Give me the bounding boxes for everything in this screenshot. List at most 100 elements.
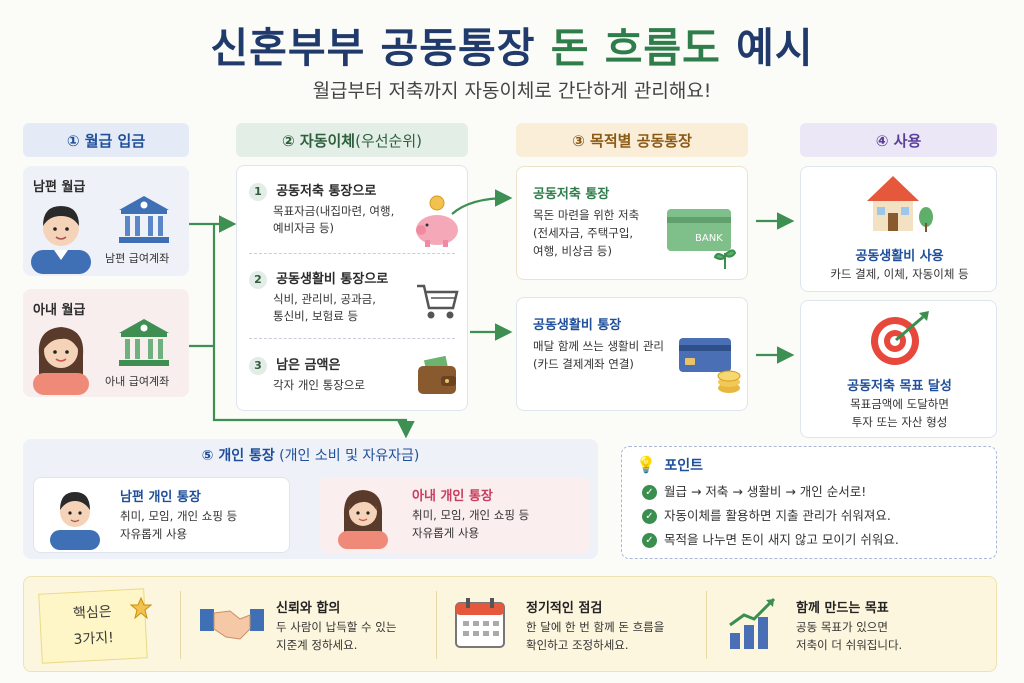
growth-chart-icon (729, 597, 776, 649)
savings-account-desc: 목돈 마련을 위한 저축 (533, 208, 640, 222)
savings-account-desc: (전세자금, 주택구입, (533, 226, 634, 240)
wife-personal-desc: 취미, 모임, 개인 쇼핑 등 (412, 508, 530, 522)
point-item: ✓자동이체를 활용하면 지출 관리가 쉬워져요. (642, 507, 891, 524)
husband-personal-desc: 자유롭게 사용 (120, 527, 188, 541)
wallet-icon (418, 356, 456, 394)
credit-card-icon (679, 338, 741, 393)
living-account-desc: 매달 함께 쓰는 생활비 관리 (533, 339, 665, 353)
key-item-desc: 지준계 정하세요. (276, 638, 358, 652)
key-points-section: 핵심은 3가지! 신뢰와 합의 두 사람이 납득할 수 있는 지준계 정하세요.… (23, 576, 997, 672)
living-usage-card: 공동생활비 사용 카드 결제, 이체, 자동이체 등 (800, 166, 997, 292)
living-account-desc: (카드 결제계좌 연결) (533, 357, 634, 371)
divider (436, 591, 437, 659)
personal-section-header: ⑤ 개인 통장 (개인 소비 및 자유자금) (23, 445, 598, 465)
wife-account-label: 아내 급여계좌 (105, 375, 170, 388)
goal-title: 공동저축 목표 달성 (847, 379, 952, 394)
husband-personal-desc: 취미, 모임, 개인 쇼핑 등 (120, 509, 238, 523)
savings-account-title: 공동저축 통장 (533, 187, 610, 202)
husband-salary-card: 남편 월급 남편 급여계좌 (23, 166, 189, 276)
page-subtitle: 월급부터 저축까지 자동이체로 간단하게 관리해요! (312, 80, 712, 102)
key-item-desc: 한 달에 한 번 함께 돈 흐름을 (526, 620, 665, 634)
step2-header: ② 자동이체 (우선순위) (236, 123, 468, 157)
key-item-desc: 확인하고 조정하세요. (526, 638, 629, 652)
lightbulb-icon: 💡 (636, 455, 656, 474)
transfer-desc: 목표자금(내집마련, 여행, (273, 204, 395, 218)
key-note-line: 핵심은 (72, 604, 113, 623)
point-text: 자동이체를 활용하면 지출 관리가 쉬워져요. (664, 508, 891, 523)
transfer-desc: 각자 개인 통장으로 (273, 378, 365, 392)
wife-personal-card: 아내 개인 통장 취미, 모임, 개인 쇼핑 등 자유롭게 사용 (320, 477, 590, 553)
bank-icon (119, 319, 169, 366)
point-item: ✓ 월급 → 저축 → 생활비 → 개인 순서로! (642, 483, 866, 500)
page-title: 신혼부부 공동통장 돈 흐름도 예시 (0, 14, 1024, 74)
point-text: 목적을 나누면 돈이 새지 않고 모이기 쉬워요. (664, 532, 899, 547)
living-usage-title: 공동생활비 사용 (855, 249, 944, 264)
wife-personal-title: 아내 개인 통장 (412, 489, 493, 504)
house-icon (867, 176, 933, 232)
transfer-title: 공동저축 통장으로 (276, 184, 377, 199)
auto-transfer-box: 1 공동저축 통장으로 목표자금(내집마련, 여행, 예비자금 등) 2 공동생… (236, 165, 468, 411)
husband-avatar-icon (50, 492, 100, 550)
calendar-icon (455, 598, 505, 648)
transfer-desc: 통신비, 보험료 등 (273, 309, 359, 323)
divider (249, 253, 455, 254)
wife-salary-label: 아내 월급 (33, 303, 86, 318)
living-account-title: 공동생활비 통장 (533, 318, 622, 333)
wife-avatar-icon (33, 327, 89, 395)
divider (180, 591, 181, 659)
husband-account-label: 남편 급여계좌 (105, 252, 170, 265)
bankbook-label: BANK (695, 233, 723, 244)
star-icon (130, 597, 152, 619)
goal-desc: 목표금액에 도달하면 (850, 397, 949, 411)
step1-header: ① 월급 입금 (23, 123, 189, 157)
husband-personal-title: 남편 개인 통장 (120, 490, 201, 505)
wife-salary-card: 아내 월급 아내 급여계좌 (23, 289, 189, 397)
transfer-item-rest: 3 남은 금액은 각자 개인 통장으로 (249, 354, 365, 394)
points-title: 포인트 (664, 458, 704, 474)
husband-salary-label: 남편 월급 (33, 180, 86, 195)
transfer-desc: 식비, 관리비, 공과금, (273, 292, 376, 306)
bankbook-icon (667, 209, 737, 269)
husband-personal-card: 남편 개인 통장 취미, 모임, 개인 쇼핑 등 자유롭게 사용 (33, 477, 290, 553)
points-box: 💡 포인트 ✓월급 → 저축 → 생활비 → 개인 순서로! ✓자동이체를 활용… (621, 446, 997, 559)
bank-icon (119, 196, 169, 243)
joint-savings-account-card: 공동저축 통장 목돈 마련을 위한 저축 (전세자금, 주택구입, 여행, 비상… (516, 166, 748, 280)
personal-header-bold: ⑤ 개인 통장 (201, 448, 275, 464)
transfer-title: 공동생활비 통장으로 (276, 272, 389, 287)
transfer-number: 2 (249, 271, 267, 289)
savings-account-desc: 여행, 비상금 등) (533, 244, 612, 258)
goal-desc: 투자 또는 자산 형성 (851, 415, 948, 429)
check-icon: ✓ (642, 533, 657, 548)
husband-avatar-icon (31, 206, 91, 274)
personal-header-rest: (개인 소비 및 자유자금) (274, 448, 420, 464)
transfer-item-living: 2 공동생활비 통장으로 식비, 관리비, 공과금, 통신비, 보험료 등 (249, 268, 388, 325)
transfer-desc: 예비자금 등) (273, 221, 335, 235)
piggy-bank-icon (416, 195, 458, 247)
point-text: 월급 → 저축 → 생활비 → 개인 순서로! (664, 484, 867, 499)
title-highlight: 돈 흐름도 (550, 24, 721, 72)
handshake-icon (200, 609, 264, 640)
wife-avatar-icon (338, 490, 388, 549)
joint-living-account-card: 공동생활비 통장 매달 함께 쓰는 생활비 관리 (카드 결제계좌 연결) (516, 297, 748, 411)
step2-header-rest: (우선순위) (355, 131, 423, 150)
check-icon: ✓ (642, 485, 657, 500)
title-part1: 신혼부부 공동통장 (210, 24, 551, 72)
key-item-title: 함께 만드는 목표 (796, 601, 889, 616)
living-usage-desc: 카드 결제, 이체, 자동이체 등 (830, 267, 969, 281)
points-title-row: 💡 포인트 (636, 455, 703, 475)
step3-header: ③ 목적별 공동통장 (516, 123, 748, 157)
step4-header: ④ 사용 (800, 123, 997, 157)
step2-header-bold: ② 자동이체 (281, 131, 356, 150)
key-note-line: 3가지! (73, 629, 115, 649)
divider (249, 338, 455, 339)
transfer-item-savings: 1 공동저축 통장으로 목표자금(내집마련, 여행, 예비자금 등) (249, 180, 394, 237)
title-part3: 예시 (720, 24, 814, 72)
key-item-title: 신뢰와 합의 (276, 601, 341, 616)
shopping-cart-icon (417, 284, 459, 319)
transfer-number: 3 (249, 357, 267, 375)
target-icon (871, 311, 929, 365)
key-item-desc: 두 사람이 납득할 수 있는 (276, 620, 397, 634)
point-item: ✓ 목적을 나누면 돈이 새지 않고 모이기 쉬워요. (642, 531, 899, 548)
key-item-desc: 공동 목표가 있으면 (796, 620, 888, 634)
savings-goal-card: 공동저축 목표 달성 목표금액에 도달하면 투자 또는 자산 형성 (800, 300, 997, 438)
